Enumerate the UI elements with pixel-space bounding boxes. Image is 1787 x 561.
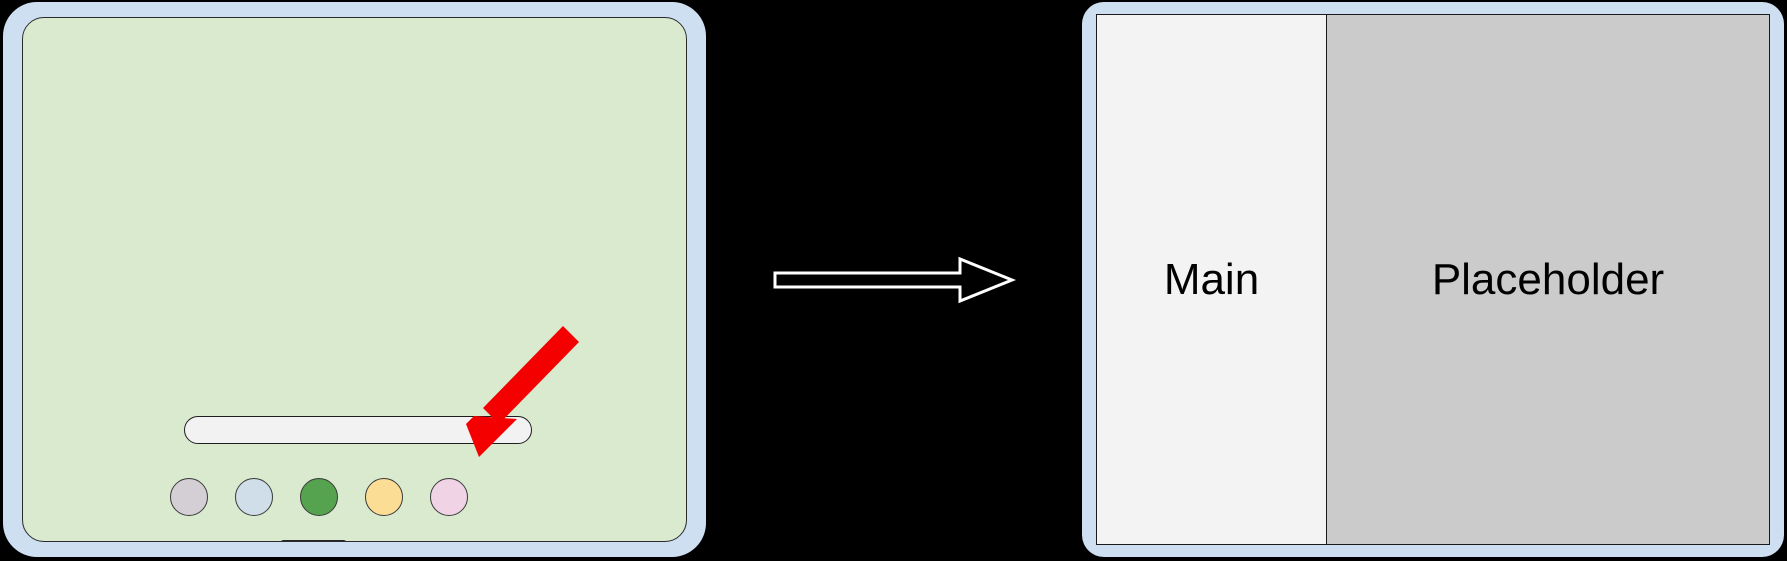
placeholder-pane-label: Placeholder: [1431, 254, 1665, 304]
placeholder-pane[interactable]: Placeholder: [1327, 15, 1769, 544]
app-window: Main Placeholder: [1082, 2, 1784, 557]
main-pane-label: Main: [1163, 254, 1260, 304]
tablet-screen[interactable]: [22, 17, 687, 542]
main-pane[interactable]: Main: [1097, 15, 1327, 544]
dock-icon-4[interactable]: [365, 478, 403, 516]
dock-icon-2[interactable]: [235, 478, 273, 516]
dock-icon-5[interactable]: [430, 478, 468, 516]
tablet-device: [3, 2, 706, 557]
app-window-content: Main Placeholder: [1096, 14, 1770, 545]
dock-icon-3[interactable]: [300, 478, 338, 516]
dock-icon-1[interactable]: [170, 478, 208, 516]
dock-icon-row: [170, 470, 548, 524]
home-indicator[interactable]: [280, 540, 347, 541]
transition-arrow-icon: [773, 256, 1017, 304]
dock-search-bar[interactable]: [184, 416, 532, 444]
